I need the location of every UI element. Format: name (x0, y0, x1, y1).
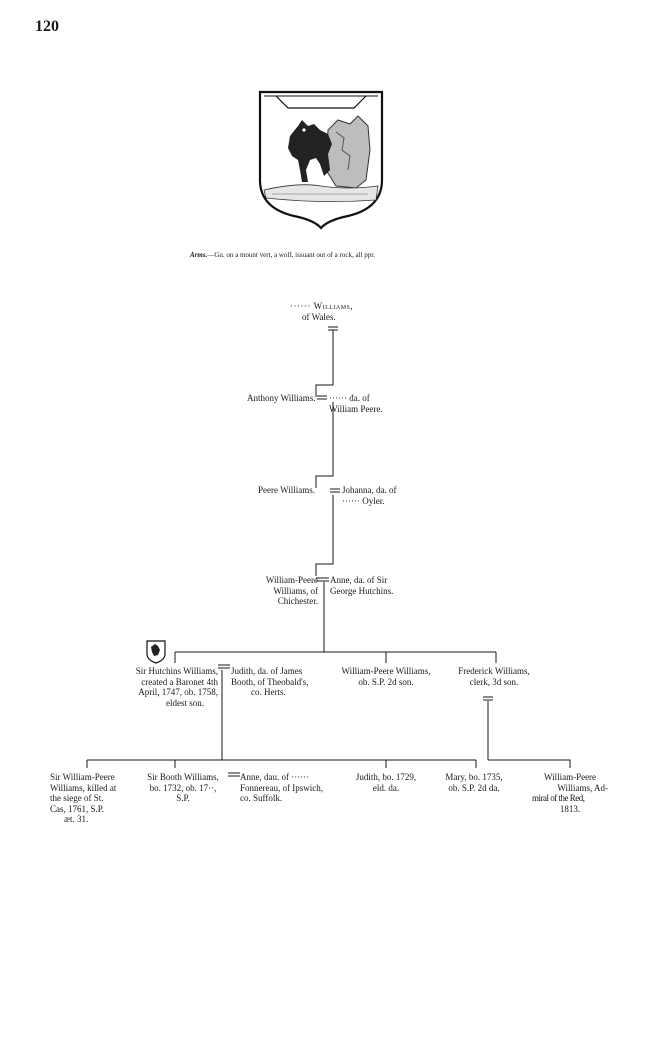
sir-booth-line3: S.P. (138, 793, 228, 804)
admiral-line4: 1813. (532, 804, 608, 815)
sir-booth-line2: bo. 1732, ob. 17··, (138, 783, 228, 794)
gen2-wife: Johanna, da. of ······ Oyler. (342, 485, 396, 506)
gen5-judith-line2: eld. da. (346, 783, 426, 794)
sir-wp-line2: Williams, killed at (50, 783, 132, 794)
root-line2: of Wales. (290, 312, 353, 323)
gen5-sir-booth: Sir Booth Williams, bo. 1732, ob. 17··, … (138, 772, 228, 804)
gen2-wife-line2: ······ Oyler. (342, 496, 396, 507)
gen5-judith: Judith, bo. 1729, eld. da. (346, 772, 426, 793)
gen4-hutchins: Sir Hutchins Williams, created a Baronet… (108, 666, 218, 708)
gen3-husband-line3: Chichester. (246, 596, 318, 607)
admiral-line1: William-Peere (532, 772, 608, 783)
hutchins-line3: April, 1747, ob. 1758, (108, 687, 218, 698)
gen4-judith: Judith, da. of James Booth, of Theobald'… (231, 666, 308, 698)
sir-wp-line1: Sir William-Peere (50, 772, 132, 783)
gen1-wife: ······ da. of William Peere. (329, 393, 383, 414)
admiral-line3: miral of the Red, (532, 793, 608, 804)
gen1-wife-line2: William Peere. (329, 404, 383, 415)
sir-wp-line3: the siege of St. (50, 793, 132, 804)
gen3-wife-line1: Anne, da. of Sir (330, 575, 393, 586)
gen5-mary: Mary, bo. 1735, ob. S.P. 2d da. (432, 772, 516, 793)
root-ancestor: ······ Williams, of Wales. (290, 301, 353, 322)
judith-line2: Booth, of Theobald's, (231, 677, 308, 688)
anne-line3: co. Suffolk. (240, 793, 323, 804)
sir-wp-line4: Cas, 1761, S.P. (50, 804, 132, 815)
mary-line1: Mary, bo. 1735, (432, 772, 516, 783)
frederick-line2: clerk, 3d son. (444, 677, 544, 688)
gen5-wp-admiral: William-Peere Williams, Ad- miral of the… (532, 772, 608, 814)
gen2-wife-line1: Johanna, da. of (342, 485, 396, 496)
gen3-wife-line2: George Hutchins. (330, 586, 393, 597)
gen4-frederick: Frederick Williams, clerk, 3d son. (444, 666, 544, 687)
root-line1: ······ Williams, (290, 301, 353, 312)
gen1-wife-line1: ······ da. of (329, 393, 383, 404)
gen3-wife: Anne, da. of Sir George Hutchins. (330, 575, 393, 596)
gen4-wp-williams: William-Peere Williams, ob. S.P. 2d son. (326, 666, 446, 687)
hutchins-line4: eldest son. (108, 698, 218, 709)
anne-line2: Fonnereau, of Ipswich, (240, 783, 323, 794)
admiral-line2: Williams, Ad- (532, 783, 608, 794)
gen2-husband: Peere Williams. (258, 485, 315, 496)
gen3-husband: William-Peere Williams, of Chichester. (246, 575, 318, 607)
sir-booth-line1: Sir Booth Williams, (138, 772, 228, 783)
mary-line2: ob. S.P. 2d da. (432, 783, 516, 794)
judith-line3: co. Herts. (231, 687, 308, 698)
gen3-husband-line1: William-Peere (246, 575, 318, 586)
hutchins-line1: Sir Hutchins Williams, (108, 666, 218, 677)
gen3-husband-line2: Williams, of (246, 586, 318, 597)
judith-line1: Judith, da. of James (231, 666, 308, 677)
anne-line1: Anne, dau. of ······ (240, 772, 323, 783)
hutchins-line2: created a Baronet 4th (108, 677, 218, 688)
wp-williams-line2: ob. S.P. 2d son. (326, 677, 446, 688)
wp-williams-line1: William-Peere Williams, (326, 666, 446, 677)
gen5-judith-line1: Judith, bo. 1729, (346, 772, 426, 783)
gen1-husband: Anthony Williams. (247, 393, 315, 404)
sir-wp-line5: æt. 31. (50, 814, 132, 825)
frederick-line1: Frederick Williams, (444, 666, 544, 677)
gen5-sir-wp: Sir William-Peere Williams, killed at th… (50, 772, 132, 825)
gen5-anne: Anne, dau. of ······ Fonnereau, of Ipswi… (240, 772, 323, 804)
